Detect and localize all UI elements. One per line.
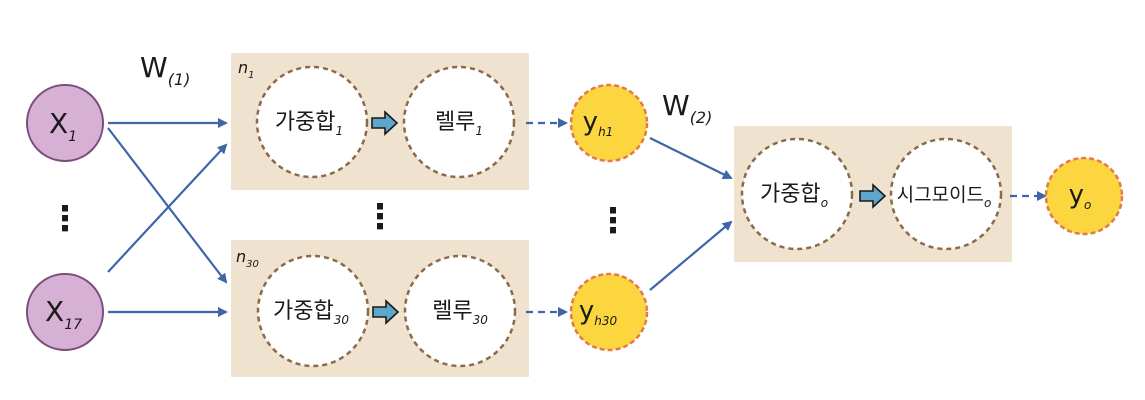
edge-x1-to-n30 <box>107 127 228 284</box>
sigmoid-circle-output <box>889 137 1003 251</box>
final-output-label: yo <box>1069 180 1092 212</box>
weighted-sum-label-first-base: 가중합 <box>275 110 336 135</box>
weight-label-2-base: W <box>662 89 690 122</box>
hidden-unit-tag-last-sub: 30 <box>246 259 259 270</box>
input-node-last <box>26 273 104 351</box>
hidden-unit-tag-last-base: n <box>236 247 246 266</box>
sigmoid-label-output-sub: o <box>984 196 991 210</box>
hidden-output-label-last: yh30 <box>579 296 618 328</box>
input-label-first-sub: 1 <box>68 129 77 145</box>
relu-label-last-sub: 30 <box>473 313 489 327</box>
ellipsis-inputs: ⋮ <box>48 199 82 239</box>
edge-x17-to-n1 <box>107 143 228 273</box>
weighted-sum-circle-first <box>255 65 369 179</box>
weighted-sum-label-output-sub: o <box>821 196 828 210</box>
weighted-sum-label-first: 가중합1 <box>275 110 343 138</box>
weight-label-1: W(1) <box>140 51 190 89</box>
weight-label-2: W(2) <box>662 89 712 127</box>
weighted-sum-label-last-sub: 30 <box>334 313 350 327</box>
input-node-first <box>26 84 104 162</box>
hidden-output-node-first <box>569 83 649 163</box>
final-output-node <box>1044 156 1124 236</box>
ellipsis-hidden-outputs: ⋮ <box>596 201 630 241</box>
hidden-unit-tag-first-base: n <box>238 58 248 77</box>
input-label-last-base: X <box>45 295 64 328</box>
input-label-first: X1 <box>49 107 77 145</box>
edge-yh1-to-output <box>649 137 733 179</box>
weight-label-2-sub: (2) <box>690 108 713 127</box>
hidden-output-label-last-base: y <box>579 296 594 326</box>
hidden-output-node-last <box>569 272 649 352</box>
input-label-last: X17 <box>45 295 82 333</box>
weight-label-1-base: W <box>140 51 168 84</box>
inner-arrow-first <box>371 110 399 136</box>
sigmoid-label-output: 시그모이드o <box>897 184 992 210</box>
relu-label-first-base: 렐루 <box>435 110 475 135</box>
hidden-output-label-first-base: y <box>583 107 598 137</box>
ellipsis-hidden-units: ⋮ <box>363 197 397 237</box>
relu-label-last: 렐루30 <box>432 299 488 327</box>
hidden-unit-tag-first-sub: 1 <box>248 70 254 81</box>
sigmoid-label-output-base: 시그모이드 <box>897 184 984 206</box>
weight-label-1-sub: (1) <box>168 70 191 89</box>
weighted-sum-circle-last <box>256 254 370 368</box>
hidden-output-label-last-sub: h30 <box>594 314 617 328</box>
relu-circle-last <box>403 254 517 368</box>
hidden-output-label-first-sub: h1 <box>598 125 613 139</box>
hidden-output-label-first: yh1 <box>583 107 614 139</box>
input-label-last-sub: 17 <box>64 317 82 333</box>
weighted-sum-circle-output <box>740 137 854 251</box>
edge-yh30-to-output <box>649 220 733 291</box>
final-output-label-sub: o <box>1084 198 1091 212</box>
relu-label-first: 렐루1 <box>435 110 483 138</box>
weighted-sum-label-last: 가중합30 <box>273 299 349 327</box>
relu-label-last-base: 렐루 <box>432 299 472 324</box>
weighted-sum-label-last-base: 가중합 <box>273 299 334 324</box>
input-label-first-base: X <box>49 107 68 140</box>
hidden-unit-tag-first: n1 <box>238 58 255 81</box>
relu-circle-first <box>402 65 516 179</box>
inner-arrow-output <box>859 183 887 209</box>
weighted-sum-label-output-base: 가중합 <box>760 182 821 207</box>
inner-arrow-last <box>372 299 400 325</box>
relu-label-first-sub: 1 <box>475 124 483 138</box>
final-output-label-base: y <box>1069 180 1084 210</box>
weighted-sum-label-output: 가중합o <box>760 182 828 210</box>
hidden-unit-tag-last: n30 <box>236 247 259 270</box>
weighted-sum-label-first-sub: 1 <box>336 124 344 138</box>
